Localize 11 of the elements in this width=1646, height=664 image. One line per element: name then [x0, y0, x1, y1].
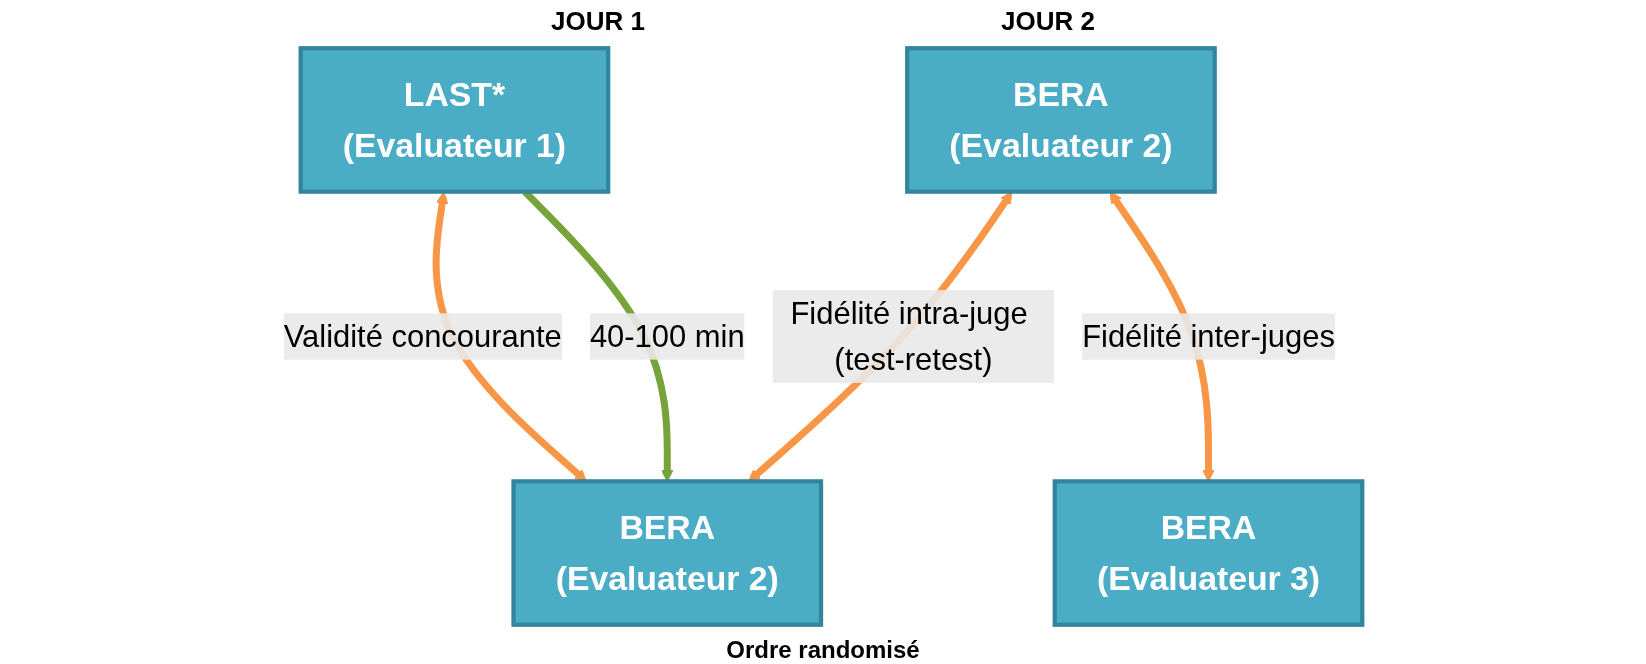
node-box: BERA (Evaluateur 2) — [905, 46, 1217, 194]
day-heading: JOUR 1 — [551, 6, 645, 37]
node-box: LAST* (Evaluateur 1) — [298, 46, 611, 194]
node-box: BERA (Evaluateur 3) — [1052, 479, 1365, 627]
note-text: Ordre randomisé — [726, 636, 920, 663]
node-box: BERA (Evaluateur 2) — [511, 479, 824, 627]
edge-label: Validité concourante — [283, 318, 562, 355]
edge-label: Fidélité inter-juges — [1082, 318, 1335, 355]
edge-label: 40-100 min — [589, 318, 745, 355]
day-heading: JOUR 2 — [1001, 6, 1095, 37]
edge-label: Fidélité intra-juge (test-retest) — [790, 295, 1028, 378]
